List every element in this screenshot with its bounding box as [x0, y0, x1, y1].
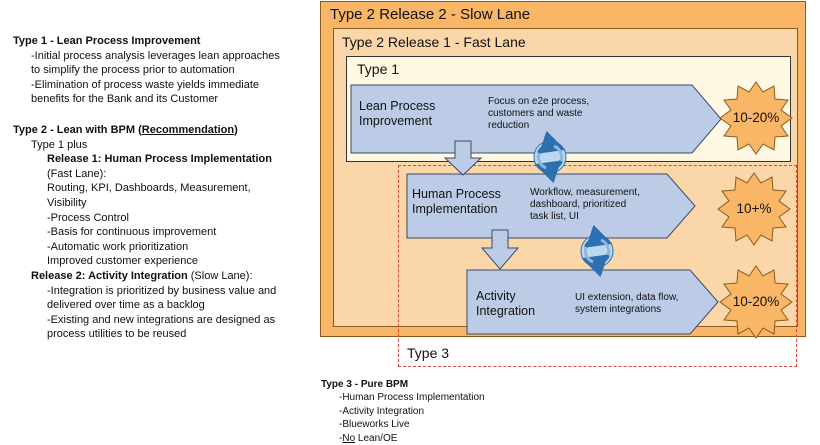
step-desc-lean-process: Focus on e2e process, customers and wast… [488, 96, 590, 131]
release1-heading: Release 1: Human Process Implementation [47, 153, 272, 166]
type3-note-heading: Type 3 - Pure BPM [321, 379, 409, 390]
step-arrow-activity-integration [466, 269, 719, 335]
release2-line: delivered over time as a backlog [47, 299, 205, 312]
type3-dashed-box [398, 165, 797, 367]
type2-plus-line: Type 1 plus [31, 138, 88, 151]
release1-line: Improved customer experience [47, 255, 199, 268]
type1-section: Type 1 - Lean Process Improvement -Initi… [13, 34, 280, 107]
step-desc-activity-integration: UI extension, data flow, system integrat… [575, 292, 679, 315]
badge-text-1: 10-20% [732, 110, 780, 125]
release2-line: -Existing and new integrations are desig… [47, 313, 276, 326]
release1-line: (Fast Lane): [47, 167, 107, 180]
step-arrow-lean-process [350, 84, 722, 154]
down-arrow-2 [480, 229, 520, 270]
type1-line: -Elimination of process waste yields imm… [31, 78, 260, 91]
badge-starburst-3 [719, 265, 793, 339]
release2-heading: Release 2: Activity Integration (Slow La… [31, 269, 253, 282]
type2-heading: Type 2 - Lean with BPM (Recommendation) [13, 124, 238, 136]
step-title-activity-integration: Activity Integration [476, 289, 536, 318]
badge-starburst-1 [719, 81, 793, 155]
release1-line: Routing, KPI, Dashboards, Measurement, [47, 182, 251, 195]
release2-block: -Integration is prioritized by business … [13, 284, 276, 342]
type1-description: -Initial process analysis leverages lean… [13, 49, 280, 107]
down-arrow-1 [443, 140, 483, 176]
type1-heading: Type 1 - Lean Process Improvement [13, 35, 201, 47]
release1-block: Release 1: Human Process Implementation … [13, 152, 276, 269]
type3-note-list: -Human Process Implementation -Activity … [321, 391, 485, 445]
badge-text-3: 10-20% [732, 294, 780, 309]
release2-line: -Integration is prioritized by business … [47, 284, 277, 297]
type3-note-line: -Activity Integration [339, 405, 425, 417]
badge-starburst-2 [717, 172, 791, 246]
badge-text-2: 10+% [736, 201, 772, 216]
type3-note: Type 3 - Pure BPM -Human Process Impleme… [321, 378, 485, 445]
type1-line: -Initial process analysis leverages lean… [31, 49, 280, 62]
release1-line: Visibility [47, 196, 87, 209]
cycle-icon [533, 130, 567, 184]
step-title-lean-process: Lean Process Improvement [359, 99, 436, 128]
step-desc-human-process: Workflow, measurement, dashboard, priori… [530, 187, 640, 222]
type2-section: Type 2 - Lean with BPM (Recommendation) … [13, 123, 276, 342]
type2-release2-title: Type 2 Release 2 - Slow Lane [330, 6, 531, 23]
type2-release1-title: Type 2 Release 1 - Fast Lane [342, 34, 526, 50]
type1-line: benefits for the Bank and its Customer [31, 93, 219, 106]
type3-title: Type 3 [407, 345, 450, 361]
cycle-icon [580, 224, 614, 278]
step-arrow-human-process [406, 173, 696, 239]
release1-line: -Basis for continuous improvement [47, 226, 217, 239]
type3-note-line: -Blueworks Live [339, 419, 410, 431]
type1-title: Type 1 [357, 61, 400, 77]
release2-line: process utilities to be reused [47, 328, 187, 341]
type3-note-line: -Human Process Implementation [339, 392, 485, 404]
type1-line: to simplify the process prior to automat… [31, 64, 235, 77]
step-title-human-process: Human Process Implementation [412, 187, 501, 216]
release1-line: -Process Control [47, 211, 129, 224]
type3-note-line: -No Lean/OE [339, 432, 398, 444]
release1-line: -Automatic work prioritization [47, 240, 189, 253]
